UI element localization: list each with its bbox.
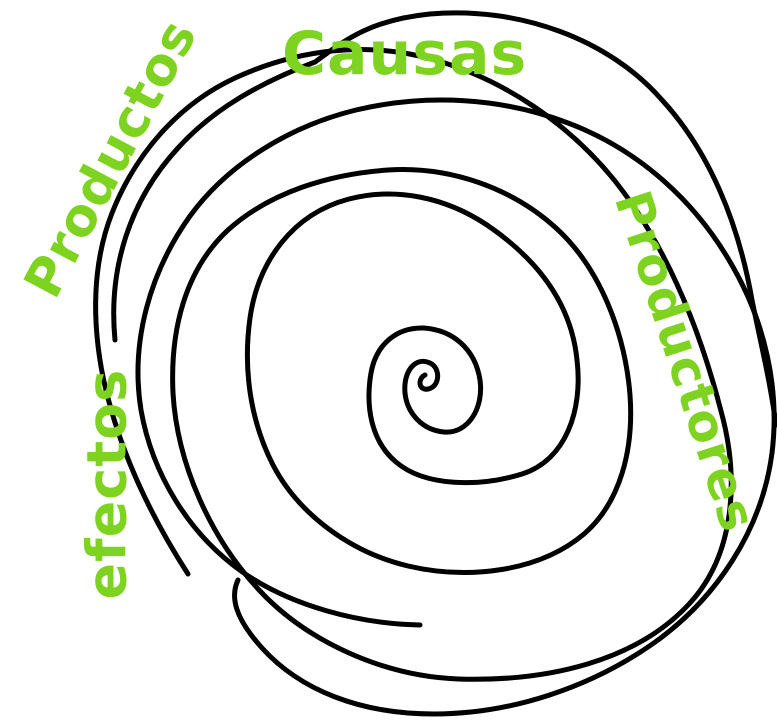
label-efectos: efectos [81,385,135,600]
label-causas: Causas [282,24,492,84]
spiral-line [96,50,732,680]
